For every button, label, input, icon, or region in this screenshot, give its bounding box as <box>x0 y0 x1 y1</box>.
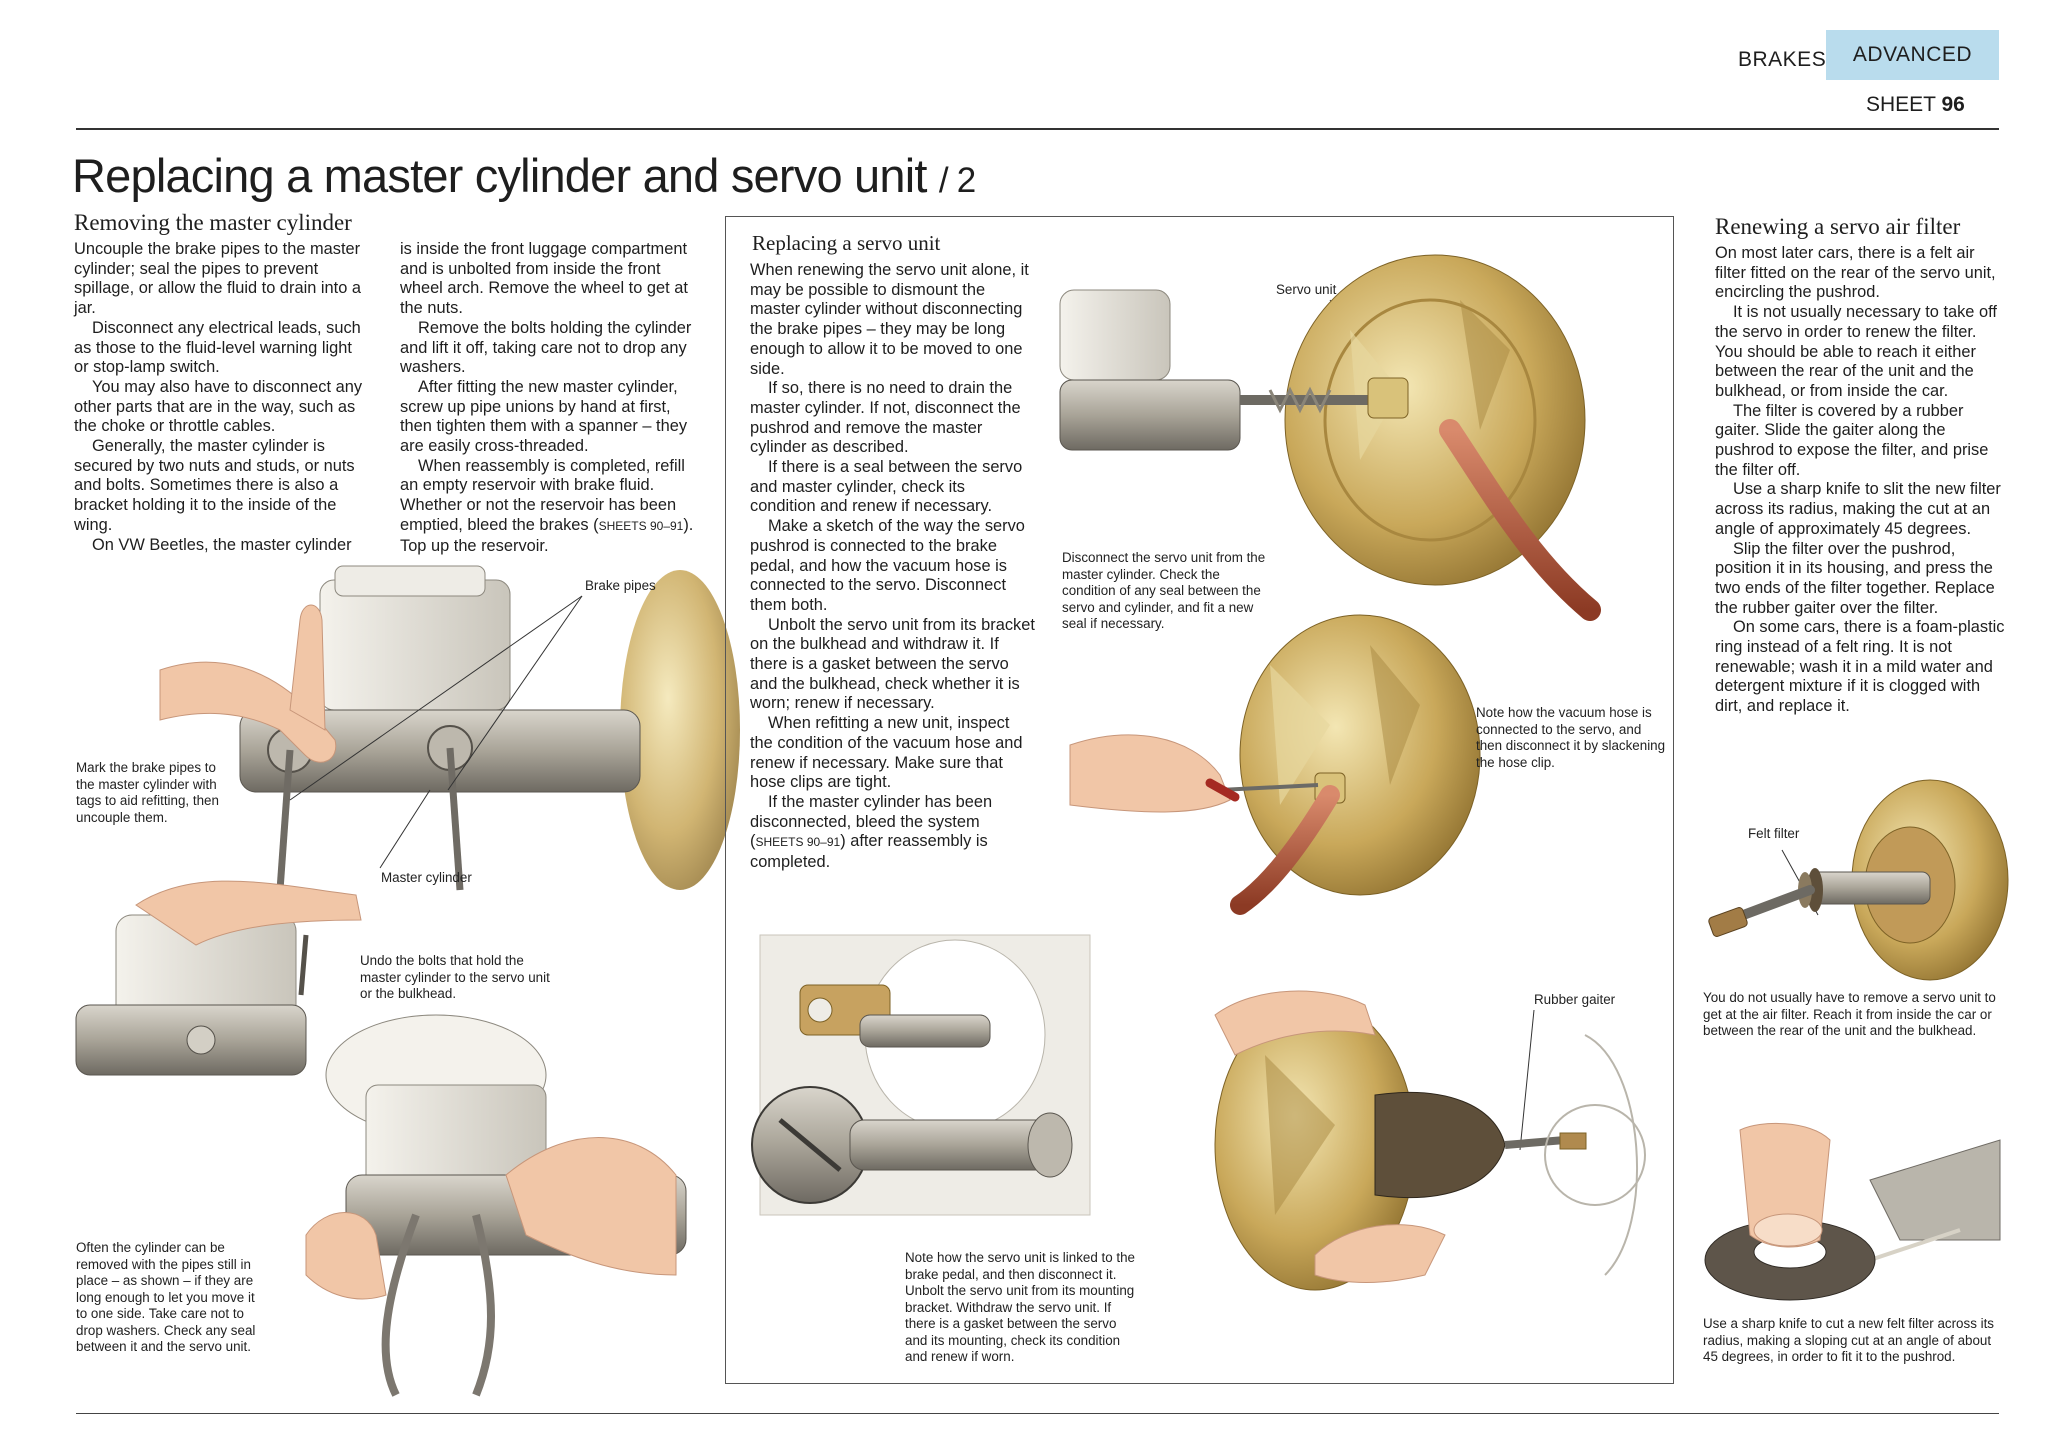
filter-text: On most later cars, there is a felt air … <box>1715 244 2005 717</box>
gaiter-illustration <box>1214 990 1646 1291</box>
sheet-reference: SHEETS 90–91 <box>598 518 684 533</box>
servo-panel <box>725 216 1674 1384</box>
sheet-number: SHEET 96 <box>1866 93 1965 116</box>
paragraph: Slip the filter over the pushrod, positi… <box>1715 539 1995 617</box>
paragraph: After fitting the new master cylinder, s… <box>400 377 688 456</box>
caption-no-remove: You do not usually have to remove a serv… <box>1703 990 1996 1038</box>
caption-undo-bolts: Undo the bolts that hold the master cyli… <box>360 953 550 1001</box>
label-felt-filter: Felt filter <box>1748 826 1800 841</box>
label-master-cylinder: Master cylinder <box>381 870 472 885</box>
cylinder-removal-illustration <box>75 880 687 1397</box>
servo-heading: Replacing a servo unit <box>752 231 941 255</box>
page-title: Replacing a master cylinder and servo un… <box>72 149 976 202</box>
paragraph: You may also have to disconnect any othe… <box>74 377 363 436</box>
paragraph: Use a sharp knife to slit the new filter… <box>1715 480 2001 538</box>
paragraph: On most later cars, there is a felt air … <box>1715 244 1996 302</box>
paragraph: is inside the front luggage compartment … <box>400 240 688 318</box>
servo-text: When renewing the servo unit alone, it m… <box>750 261 1035 873</box>
page-title-part: / 2 <box>938 161 976 200</box>
label-servo-unit: Servo unit <box>1276 282 1337 297</box>
caption-vacuum-hose: Note how the vacuum hose is connected to… <box>1476 705 1666 770</box>
vacuum-hose-illustration <box>1069 614 1481 915</box>
level-tab: ADVANCED <box>1826 30 1999 80</box>
level-label: ADVANCED <box>1852 43 1973 66</box>
paragraph: Make a sketch of the way the servo pushr… <box>750 517 1025 614</box>
paragraph: Uncouple the brake pipes to the master c… <box>74 240 362 318</box>
caption-knife-cut: Use a sharp knife to cut a new felt filt… <box>1703 1316 1994 1364</box>
paragraph: When refitting a new unit, inspect the c… <box>750 714 1023 792</box>
servo-disconnect-illustration <box>1059 254 1601 621</box>
paragraph: If so, there is no need to drain the mas… <box>750 379 1021 457</box>
caption-often-removed: Often the cylinder can be removed with t… <box>76 1240 256 1354</box>
caption-disconnect-servo: Disconnect the servo unit from the maste… <box>1062 550 1266 631</box>
caption-mark-pipes: Mark the brake pipes to the master cylin… <box>76 760 219 825</box>
section-label: BRAKES <box>1738 48 1827 71</box>
removing-column-1: Uncouple the brake pipes to the master c… <box>74 240 364 555</box>
paragraph: Generally, the master cylinder is secure… <box>74 437 355 534</box>
removing-heading: Removing the master cylinder <box>74 210 352 235</box>
paragraph: The filter is covered by a rubber gaiter… <box>1715 401 1989 479</box>
pushrod-illustration <box>751 934 1091 1216</box>
caption-pedal-link: Note how the servo unit is linked to the… <box>905 1250 1136 1364</box>
paragraph: On VW Beetles, the master cylinder <box>92 535 352 554</box>
felt-filter-illustration <box>1708 779 2009 981</box>
top-rule <box>76 128 1999 130</box>
removing-column-2: is inside the front luggage compartment … <box>400 240 700 556</box>
paragraph: Disconnect any electrical leads, such as… <box>74 318 361 377</box>
paragraph: It is not usually necessary to take off … <box>1715 303 1997 400</box>
sheet-number-value: 96 <box>1941 93 1965 116</box>
paragraph: On some cars, there is a foam-plastic ri… <box>1715 618 2005 716</box>
paragraph: If the master cylinder has been disconne… <box>750 792 993 872</box>
label-brake-pipes: Brake pipes <box>585 578 656 593</box>
paragraph: When renewing the servo unit alone, it m… <box>750 261 1029 378</box>
sheet-reference: SHEETS 90–91 <box>755 835 841 850</box>
paragraph: Remove the bolts holding the cylinder an… <box>400 318 692 377</box>
paragraph: When reassembly is completed, refill an … <box>400 456 694 555</box>
master-cylinder-illustration <box>159 565 740 891</box>
bottom-rule <box>76 1413 1999 1414</box>
filter-heading: Renewing a servo air filter <box>1715 214 1961 239</box>
knife-cut-illustration <box>1704 1123 2001 1301</box>
paragraph: Unbolt the servo unit from its bracket o… <box>750 615 1035 713</box>
paragraph: If there is a seal between the servo and… <box>750 458 1023 516</box>
label-rubber-gaiter: Rubber gaiter <box>1534 992 1616 1007</box>
